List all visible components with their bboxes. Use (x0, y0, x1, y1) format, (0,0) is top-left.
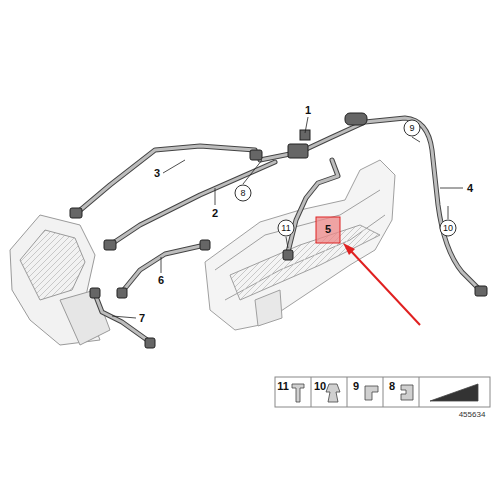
circled-callout: 9 (404, 120, 421, 137)
circled-callout: 10 (440, 220, 457, 237)
circled-callout: 11 (278, 220, 295, 237)
hardware-legend-table (275, 377, 490, 407)
callout-number: 3 (152, 167, 162, 180)
circled-callout: 8 (235, 185, 252, 202)
callout-number: 5 (325, 224, 331, 235)
legend-cell-number: 8 (389, 381, 395, 392)
diagram-id: 455634 (459, 411, 486, 419)
catalytic-converter (10, 215, 110, 345)
intake-manifold (205, 160, 395, 330)
legend-cell-number: 9 (353, 381, 359, 392)
callout-number: 1 (303, 104, 313, 117)
highlight-box (316, 217, 340, 243)
callout-number: 7 (137, 312, 147, 325)
leader-lines (112, 117, 463, 318)
hose-lines (78, 118, 480, 342)
callout-number: 6 (156, 274, 166, 287)
callout-number: 2 (210, 207, 220, 220)
callout-number: 4 (465, 182, 475, 195)
legend-cell-number: 10 (314, 381, 326, 392)
legend-cell-number: 11 (277, 381, 289, 392)
hose-fittings (70, 113, 487, 348)
red-pointer-arrow (343, 243, 420, 325)
